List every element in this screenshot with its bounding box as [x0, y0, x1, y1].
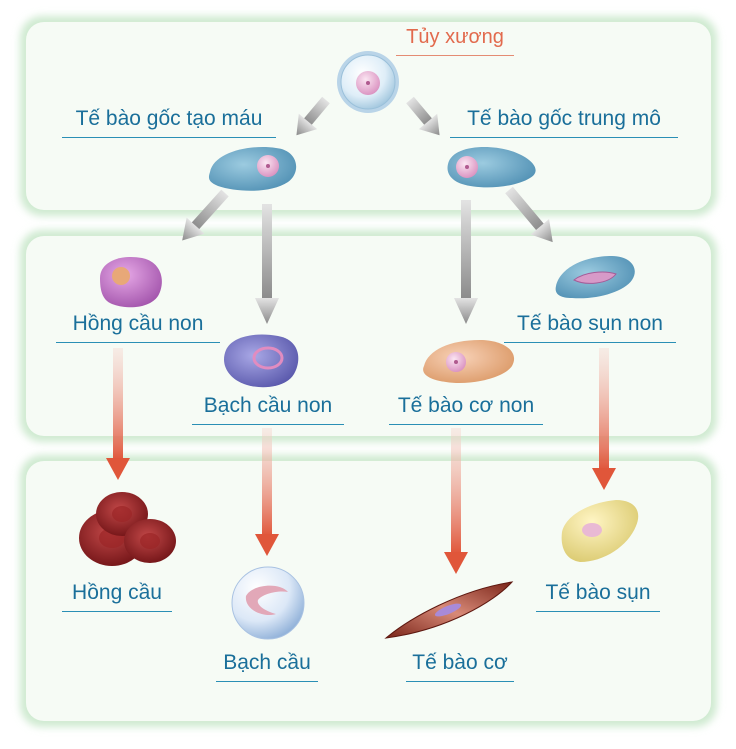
mesenchymal-stem-cell-icon	[447, 146, 536, 188]
label-rbc: Hồng cầu	[62, 580, 172, 612]
arrow-root-to-hematopoietic	[296, 96, 330, 136]
arrow-hsc-to-wbc-non	[255, 204, 279, 324]
label-muscle: Tế bào cơ	[406, 650, 514, 682]
arrow-root-to-mesenchymal	[406, 96, 440, 136]
panel-middle	[20, 230, 717, 442]
red-arrows	[106, 348, 616, 574]
muscle-cell-icon	[384, 581, 514, 639]
arrow-muscle-non-to-muscle	[444, 428, 468, 574]
label-hematopoietic-stem-cell: Tế bào gốc tạo máu	[62, 106, 276, 138]
red-blood-cells-icon	[79, 492, 176, 566]
arrow-cartilage-non-to-cartilage	[592, 348, 616, 490]
white-blood-cell-icon	[231, 566, 305, 640]
label-immature-cartilage: Tế bào sụn non	[504, 311, 676, 343]
label-bone-marrow: Tủy xương	[396, 24, 514, 56]
immature-muscle-cell-icon	[423, 340, 515, 384]
arrow-hsc-to-rbc-non	[182, 189, 229, 241]
label-immature-muscle: Tế bào cơ non	[389, 393, 543, 425]
panel-top	[20, 16, 717, 216]
panel-bottom	[20, 455, 717, 727]
label-wbc: Bạch cầu	[216, 650, 318, 682]
cartilage-cell-icon	[561, 500, 639, 562]
label-immature-rbc: Hồng cầu non	[56, 311, 220, 343]
hematopoietic-stem-cell-icon	[208, 147, 297, 191]
stem-cell-icon	[337, 51, 399, 113]
immature-cartilage-cell-icon	[555, 256, 635, 299]
gray-arrows	[182, 96, 553, 324]
label-cartilage: Tế bào sụn	[536, 580, 660, 612]
label-immature-wbc: Bạch cầu non	[192, 393, 344, 425]
arrow-msc-to-muscle-non	[454, 200, 478, 324]
arrow-msc-to-cartilage-non	[505, 186, 553, 243]
arrow-rbc-non-to-rbc	[106, 348, 130, 480]
label-mesenchymal-stem-cell: Tế bào gốc trung mô	[450, 106, 678, 138]
immature-wbc-icon	[224, 334, 299, 388]
arrow-wbc-non-to-wbc	[255, 428, 279, 556]
immature-rbc-icon	[100, 256, 162, 308]
